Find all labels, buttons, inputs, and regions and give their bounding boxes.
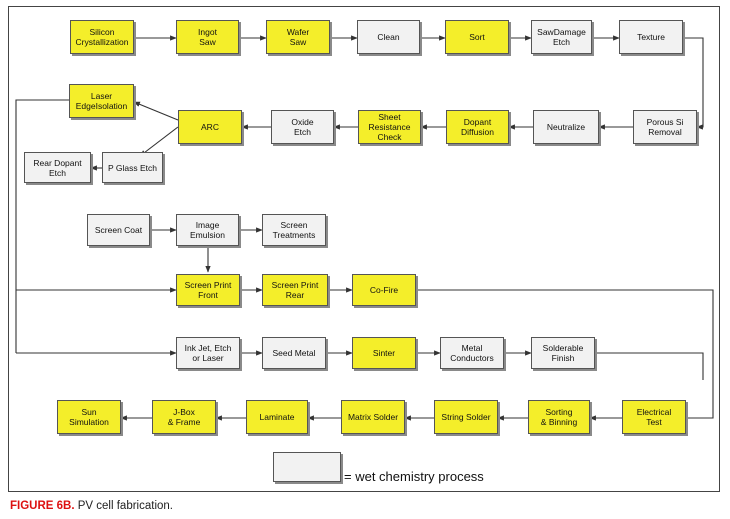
legend-label: = wet chemistry process	[344, 469, 484, 484]
step-screen-print-front: Screen Print Front	[176, 274, 240, 306]
step-matrix-solder: Matrix Solder	[341, 400, 405, 434]
step-dopant-diffusion: Dopant Diffusion	[446, 110, 509, 144]
step-rear-dopant-etch: Rear Dopant Etch	[24, 152, 91, 183]
arrow	[683, 37, 704, 130]
step-co-fire: Co-Fire	[352, 274, 416, 306]
step-screen-treatments: Screen Treatments	[262, 214, 326, 246]
step-silicon-crystallization: Silicon Crystallization	[70, 20, 134, 54]
step-texture: Texture	[619, 20, 683, 54]
step-screen-print-rear: Screen Print Rear	[262, 274, 328, 306]
legend-swatch	[273, 452, 341, 482]
step-laminate: Laminate	[246, 400, 308, 434]
step-seed-metal: Seed Metal	[262, 337, 326, 369]
step-arc: ARC	[178, 110, 242, 144]
step-sheet-resistance-check: Sheet Resistance Check	[358, 110, 421, 144]
step-clean: Clean	[357, 20, 420, 54]
step-sun-simulation: Sun Simulation	[57, 400, 121, 434]
step-electrical-test: Electrical Test	[622, 400, 686, 434]
step-p-glass-etch: P Glass Etch	[102, 152, 163, 183]
step-ink-jet-etch-laser: Ink Jet, Etch or Laser	[176, 337, 240, 369]
connector-line	[416, 289, 714, 419]
step-porous-si-removal: Porous Si Removal	[633, 110, 697, 144]
step-j-box-frame: J-Box & Frame	[152, 400, 216, 434]
step-sawdamage-etch: SawDamage Etch	[531, 20, 592, 54]
step-wafer-saw: Wafer Saw	[266, 20, 330, 54]
step-screen-coat: Screen Coat	[87, 214, 150, 246]
step-neutralize: Neutralize	[533, 110, 599, 144]
step-laser-edge-isolation: Laser EdgeIsolation	[69, 84, 134, 118]
step-sinter: Sinter	[352, 337, 416, 369]
figure-caption: FIGURE 6B. PV cell fabrication.	[10, 500, 173, 512]
arrow	[139, 126, 179, 157]
step-solderable-finish: Solderable Finish	[531, 337, 595, 369]
caption-label: FIGURE 6B.	[10, 500, 75, 512]
connector-line	[15, 99, 69, 353]
step-string-solder: String Solder	[434, 400, 498, 434]
step-image-emulsion: Image Emulsion	[176, 214, 239, 246]
step-sort: Sort	[445, 20, 509, 54]
connector-line	[595, 352, 704, 380]
step-oxide-etch: Oxide Etch	[271, 110, 334, 144]
caption-text: PV cell fabrication.	[74, 500, 173, 512]
arrow	[133, 101, 179, 121]
step-ingot-saw: Ingot Saw	[176, 20, 239, 54]
step-sorting-binning: Sorting & Binning	[528, 400, 590, 434]
step-metal-conductors: Metal Conductors	[440, 337, 504, 369]
